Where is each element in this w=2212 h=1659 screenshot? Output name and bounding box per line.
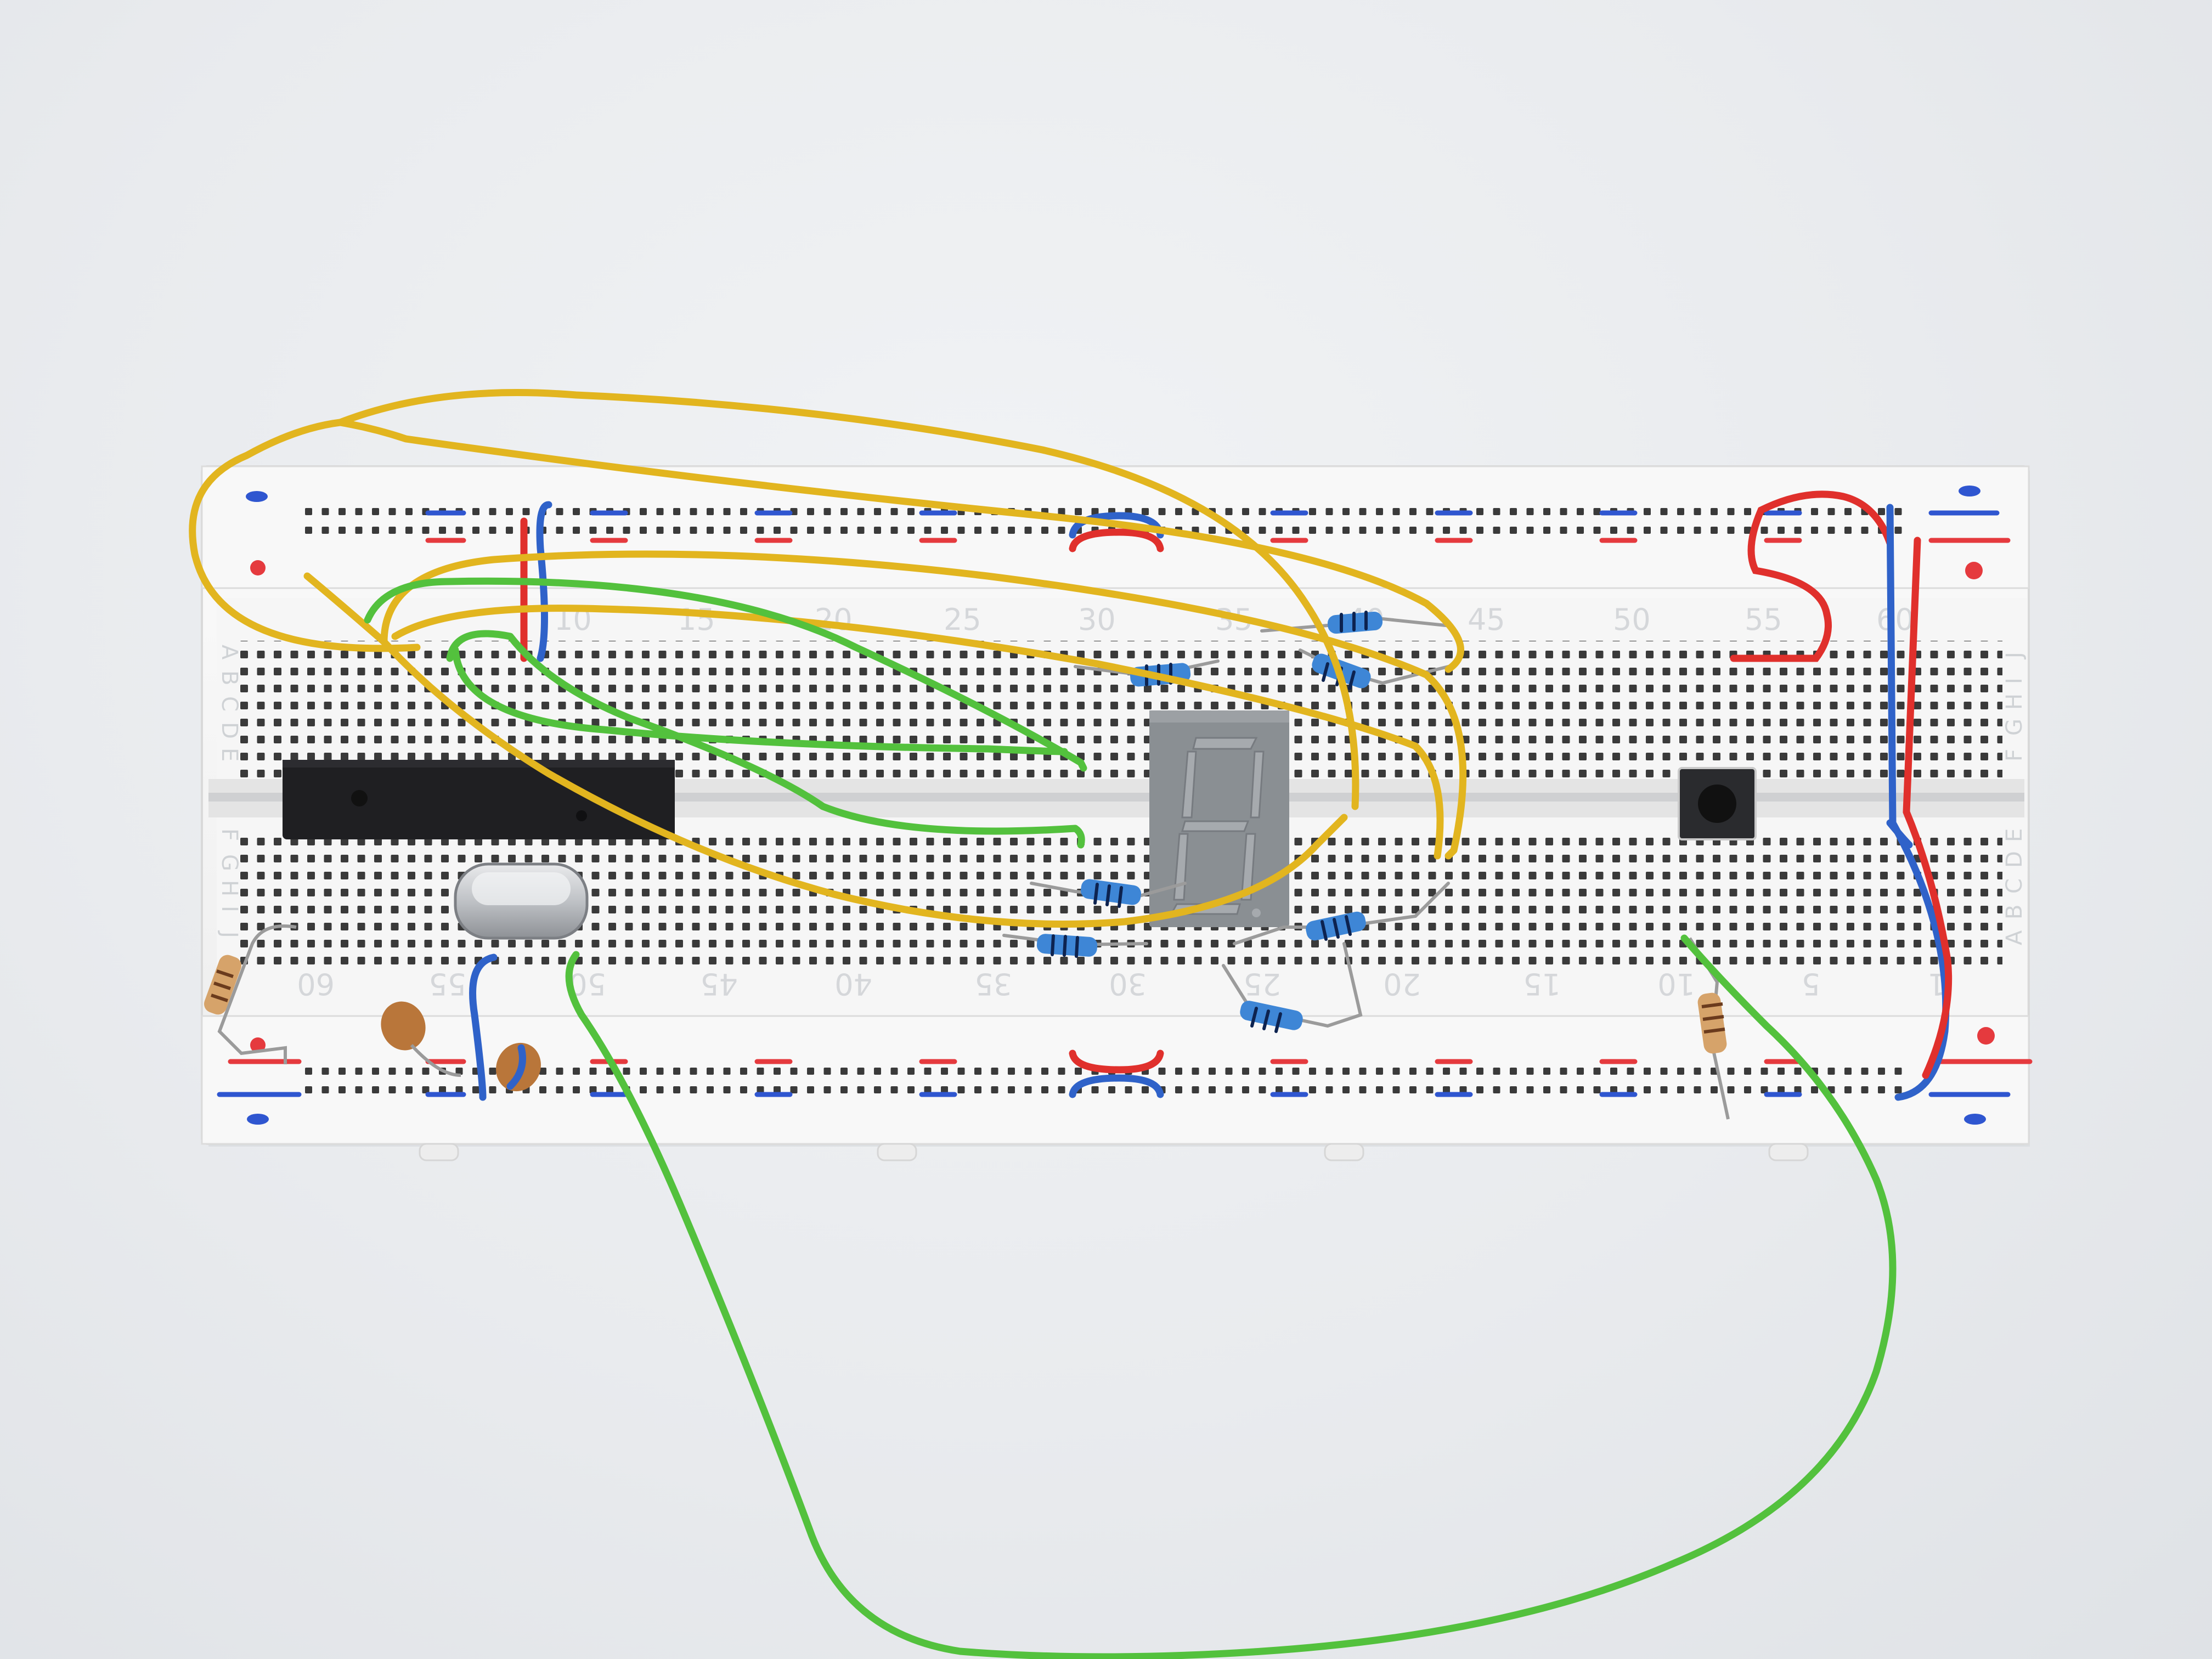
seven-segment-display [1149,710,1289,927]
row-letter: F [2002,749,2027,761]
rail-jumpers [1069,512,1164,1098]
column-number: 35 [974,967,1012,1001]
row-letter: A [2002,930,2027,945]
row-letter: C [217,696,242,712]
column-number: 30 [1109,967,1147,1001]
column-number: 5 [1802,967,1820,1001]
rail-markings [217,486,2033,1125]
power-wires [469,490,1953,1101]
column-number: 30 [1078,602,1116,637]
column-number: 55 [1745,602,1782,637]
column-number: 15 [1523,967,1561,1001]
column-number: 40 [834,967,872,1001]
column-number: 55 [428,967,466,1001]
pull-resistors [204,924,1730,1120]
board-feet [419,1143,1809,1161]
row-letter: H [217,880,242,896]
crystal-oscillator [454,862,589,940]
column-number: 60 [1876,602,1914,637]
row-letter: I [217,906,242,912]
green-jumper-wires [364,577,1897,1659]
column-number: 60 [297,967,335,1001]
row-letter: D [2002,851,2027,868]
column-number: 25 [944,602,981,637]
push-button [1678,767,1757,840]
column-number: 20 [1383,967,1421,1001]
yellow-jumper-wires [189,389,1467,928]
bottom-column-numbers: 60 55 50 45 40 35 30 25 20 15 10 5 1 [297,967,1946,1001]
row-letter: B [2002,905,2027,919]
row-letter: A [217,645,242,660]
row-letter: F [217,828,242,841]
column-number: 45 [700,967,738,1001]
column-number: 50 [1613,602,1651,637]
row-letter: H [2002,693,2027,710]
right-row-letters: J I H G F E D C B A [2002,652,2027,945]
row-letter: J [2002,652,2027,660]
row-letter: C [2002,878,2027,894]
row-letter: E [2002,828,2027,842]
row-letter: I [2002,678,2027,684]
row-letter: E [217,748,242,761]
row-letter: B [217,670,242,685]
row-letter: J [217,930,242,938]
column-number: 10 [1657,967,1695,1001]
row-letter: G [217,854,242,871]
row-letter: D [217,722,242,739]
column-number: 15 [678,602,715,637]
left-row-letters: A B C D E F G H I J [217,645,242,938]
column-number: 45 [1468,602,1505,637]
ceramic-capacitor [381,1001,461,1077]
microcontroller-chip [283,760,675,839]
column-number: 25 [1243,967,1281,1001]
row-letter: G [2002,719,2027,736]
